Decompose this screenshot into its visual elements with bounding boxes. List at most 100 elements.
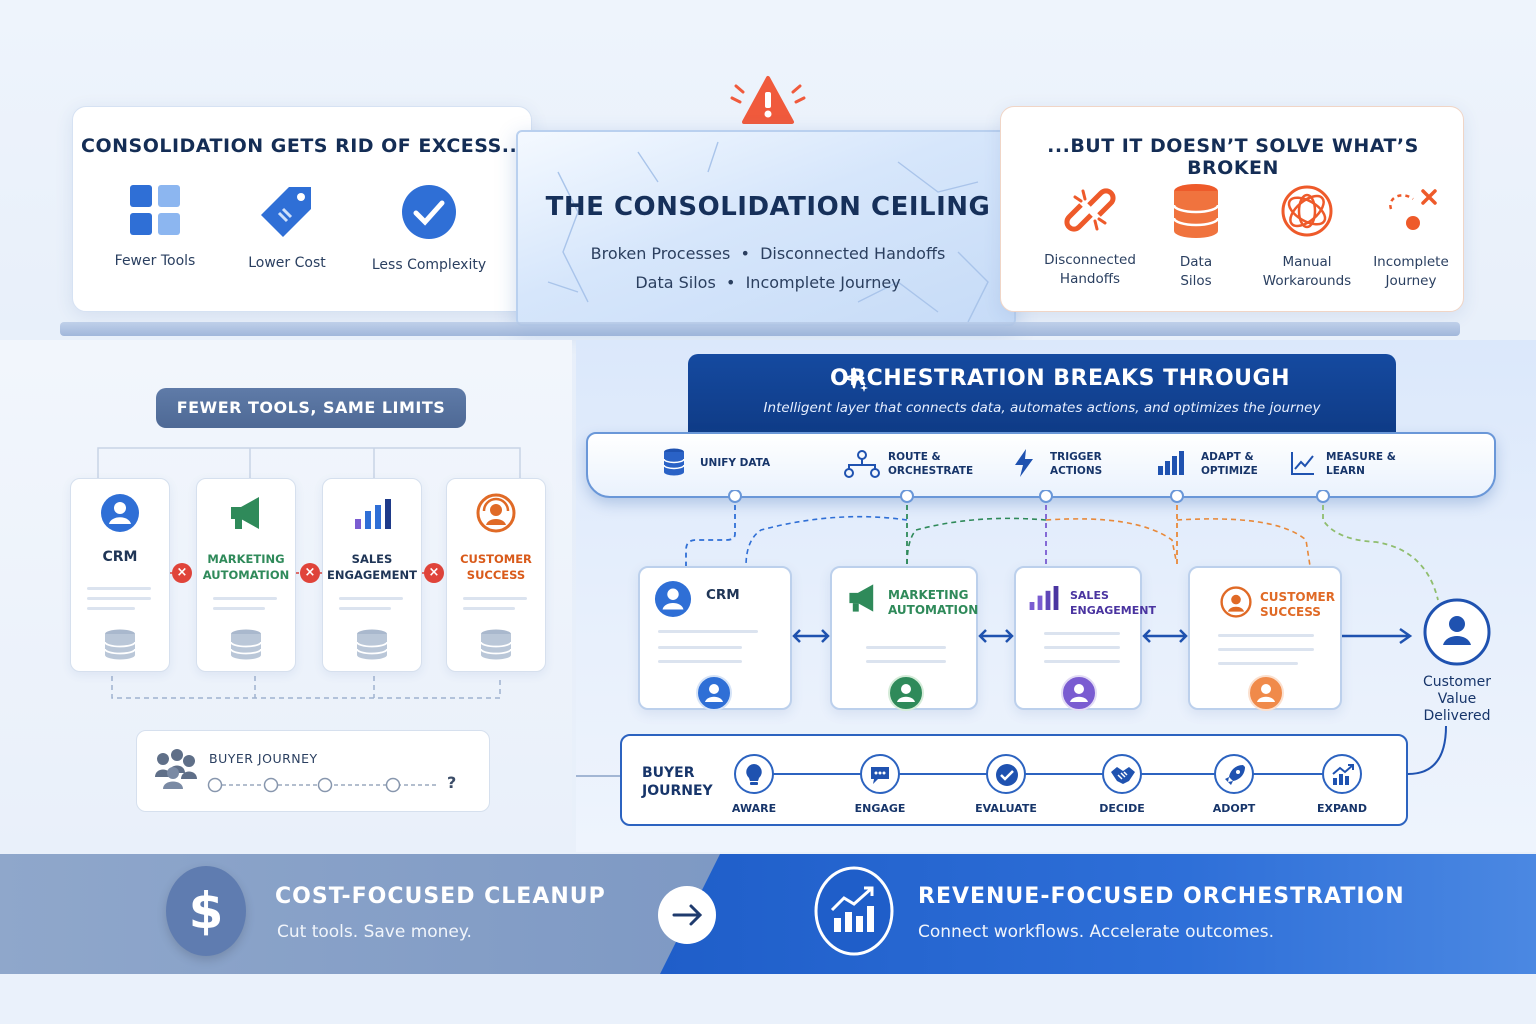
growth-icon xyxy=(1332,764,1354,785)
card-name: MARKETING AUTOMATION xyxy=(888,588,978,618)
name-line: CUSTOMER xyxy=(1260,590,1335,604)
placeholder-line xyxy=(87,587,151,590)
benefit-label: Less Complexity xyxy=(371,257,487,273)
feature-line: TRIGGER xyxy=(1050,451,1102,463)
tool-card-customer-success: CUSTOMER SUCCESS xyxy=(446,478,546,672)
consolidation-benefits-title: CONSOLIDATION GETS RID OF EXCESS... xyxy=(81,135,525,157)
name-line: MARKETING xyxy=(207,552,285,566)
label-line: Silos xyxy=(1180,273,1212,289)
placeholder-line xyxy=(463,607,515,610)
placeholder-line xyxy=(339,597,403,600)
label-line: Manual xyxy=(1282,254,1332,270)
connected-card-marketing-automation: MARKETING AUTOMATION xyxy=(830,566,978,711)
disconnect-x-icon: × xyxy=(424,563,444,583)
customer-value-label: Customer Value Delivered xyxy=(1420,674,1494,725)
warning-icon xyxy=(730,76,806,124)
placeholder-line xyxy=(658,630,758,633)
orchestration-title: ORCHESTRATION BREAKS THROUGH xyxy=(688,366,1396,392)
buyer-journey-label: BUYER JOURNEY xyxy=(642,764,713,800)
placeholder-line xyxy=(463,597,527,600)
feature-line: OPTIMIZE xyxy=(1201,465,1258,477)
feature-line: MEASURE & xyxy=(1326,451,1396,463)
broken-path-icon xyxy=(1389,189,1437,230)
broken-disconnected-handoffs: Disconnected Handoffs xyxy=(1035,183,1145,289)
broken-label: Manual Workarounds xyxy=(1252,253,1362,291)
arrow-right-icon xyxy=(658,886,716,944)
broken-data-silos: Data Silos xyxy=(1141,183,1251,291)
disconnect-x-icon: × xyxy=(300,563,320,583)
placeholder-line xyxy=(658,660,742,663)
placeholder-line xyxy=(1044,660,1120,663)
feature-trigger-actions: TRIGGER ACTIONS xyxy=(1015,449,1102,478)
checkmark-icon xyxy=(402,185,456,239)
stage-decide: DECIDE xyxy=(1099,802,1145,815)
connected-card-crm: CRM xyxy=(638,566,792,711)
database-icon xyxy=(480,629,512,660)
whats-broken-title: ...BUT IT DOESN’T SOLVE WHAT’S BROKEN xyxy=(1047,135,1419,179)
tool-name: CUSTOMER SUCCESS xyxy=(447,551,545,583)
journey-question-mark: ? xyxy=(447,773,457,792)
name-line: SUCCESS xyxy=(466,568,526,582)
placeholder-line xyxy=(866,660,946,663)
name-line: SALES xyxy=(1070,589,1109,602)
bullet-separator: • xyxy=(740,244,750,263)
name-line: ENGAGEMENT xyxy=(327,568,417,582)
orchestration-layer: UNIFY DATA ROUTE & ORCHESTRATE TRIGGER A… xyxy=(586,432,1496,498)
tool-card-crm: CRM xyxy=(70,478,170,672)
customer-icon xyxy=(1423,598,1491,666)
placeholder-line xyxy=(1218,662,1298,665)
placeholder-line xyxy=(1218,648,1314,651)
user-icon xyxy=(654,580,692,618)
label-line: Delivered xyxy=(1423,708,1491,724)
database-icon xyxy=(230,629,262,660)
lightbulb-icon xyxy=(746,764,762,785)
avatar-icon xyxy=(1061,675,1097,711)
broken-label: Disconnected Handoffs xyxy=(1035,251,1145,289)
placeholder-line xyxy=(1044,646,1120,649)
placeholder-line xyxy=(1044,632,1120,635)
orchestration-subtitle: Intelligent layer that connects data, au… xyxy=(763,400,1321,416)
support-agent-icon xyxy=(476,493,516,533)
journey-timeline xyxy=(734,754,1362,794)
placeholder-line xyxy=(213,597,277,600)
benefit-lower-cost: Lower Cost xyxy=(217,183,357,271)
buyer-journey-label: BUYER JOURNEY xyxy=(209,751,318,766)
user-icon xyxy=(101,494,139,532)
ceiling-issues-line-2: Data Silos • Incomplete Journey xyxy=(518,273,1018,292)
broken-label: Incomplete Journey xyxy=(1356,253,1466,291)
card-name: CRM xyxy=(706,587,740,603)
tool-card-marketing-automation: MARKETING AUTOMATION xyxy=(196,478,296,672)
broken-manual-workarounds: Manual Workarounds xyxy=(1252,183,1362,291)
broken-incomplete-journey: Incomplete Journey xyxy=(1356,183,1466,291)
sparkle-icon xyxy=(842,366,870,400)
crack-decoration xyxy=(547,141,989,323)
placeholder-line xyxy=(866,646,946,649)
incomplete-journey-path xyxy=(207,777,439,793)
network-icon xyxy=(844,450,880,478)
megaphone-icon xyxy=(231,497,259,529)
bar-chart-icon xyxy=(1158,451,1184,475)
line-chart-icon xyxy=(1291,452,1314,475)
handshake-icon xyxy=(1111,767,1135,784)
database-icon xyxy=(663,448,685,476)
feature-adapt-optimize: ADAPT & OPTIMIZE xyxy=(1158,450,1258,478)
benefit-fewer-tools: Fewer Tools xyxy=(85,183,225,269)
label-line: JOURNEY xyxy=(642,783,713,799)
rocket-icon xyxy=(1225,765,1245,785)
support-agent-icon xyxy=(1220,586,1252,618)
revenue-focused-title: REVENUE-FOCUSED ORCHESTRATION xyxy=(918,884,1405,909)
name-line: SALES xyxy=(351,552,393,566)
lightning-icon xyxy=(1015,449,1033,477)
avatar-icon xyxy=(888,675,924,711)
label-line: Journey xyxy=(1385,273,1437,289)
name-line: AUTOMATION xyxy=(888,603,979,617)
growth-chart-icon xyxy=(814,866,894,956)
megaphone-icon xyxy=(849,584,874,612)
benefit-label: Fewer Tools xyxy=(114,253,196,269)
stage-expand: EXPAND xyxy=(1317,802,1367,815)
database-icon xyxy=(104,629,136,660)
placeholder-line xyxy=(658,646,742,649)
placeholder-line xyxy=(213,607,265,610)
check-icon xyxy=(996,764,1018,786)
left-buyer-journey-card: BUYER JOURNEY ? xyxy=(136,730,490,812)
